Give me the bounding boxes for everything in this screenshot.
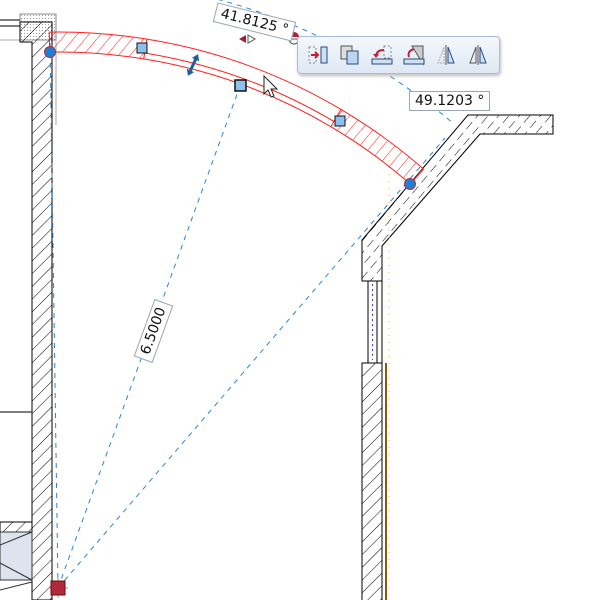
arc-wall-layer-line <box>144 52 335 122</box>
arc-wall-outer-line <box>146 38 342 110</box>
left-wall-group <box>0 13 57 600</box>
selected-arc-wall[interactable] <box>48 31 425 185</box>
center-marker[interactable] <box>48 578 68 598</box>
rotate-align-button[interactable] <box>400 41 428 69</box>
arc-wall-hatched-segment <box>48 31 148 60</box>
rotate-icon <box>371 45 393 65</box>
thickness-arrow-icon[interactable] <box>184 52 201 77</box>
midpoint-grip[interactable] <box>334 115 346 127</box>
radius-line-mid <box>57 85 241 589</box>
stair-line <box>0 562 33 581</box>
rotate-align-icon <box>403 45 425 66</box>
mirror-icon <box>469 45 487 65</box>
dimension-lines <box>49 0 454 589</box>
mirror-copy-button[interactable] <box>432 41 460 69</box>
mirror-button[interactable] <box>464 41 492 69</box>
left-wall <box>19 21 53 600</box>
stair-box <box>0 531 33 581</box>
angle-end-label[interactable]: 49.1203 ° <box>409 91 491 111</box>
radius-line-start <box>49 39 59 589</box>
copy-icon <box>340 45 359 65</box>
lower-right-wall <box>361 362 383 600</box>
center-grip[interactable] <box>234 79 247 92</box>
grips[interactable] <box>44 32 416 598</box>
move-to-end-icon <box>308 46 328 64</box>
stair-line <box>0 531 33 546</box>
rotate-button[interactable] <box>368 41 396 69</box>
stair-line <box>0 581 33 591</box>
flip-direction-icon[interactable] <box>239 32 300 45</box>
context-toolbar <box>297 36 500 74</box>
right-wall-group <box>361 114 554 600</box>
copy-button[interactable] <box>336 41 364 69</box>
move-button[interactable] <box>304 41 332 69</box>
stair-hatch <box>0 521 33 533</box>
midpoint-grip[interactable] <box>136 42 148 54</box>
radius-line-end <box>57 137 446 589</box>
mirror-disabled-icon <box>437 45 455 65</box>
endpoint-grip-end[interactable] <box>404 178 416 190</box>
mouse-cursor-icon <box>263 74 279 98</box>
endpoint-grip-start[interactable] <box>44 46 56 58</box>
angled-wall <box>361 114 554 282</box>
